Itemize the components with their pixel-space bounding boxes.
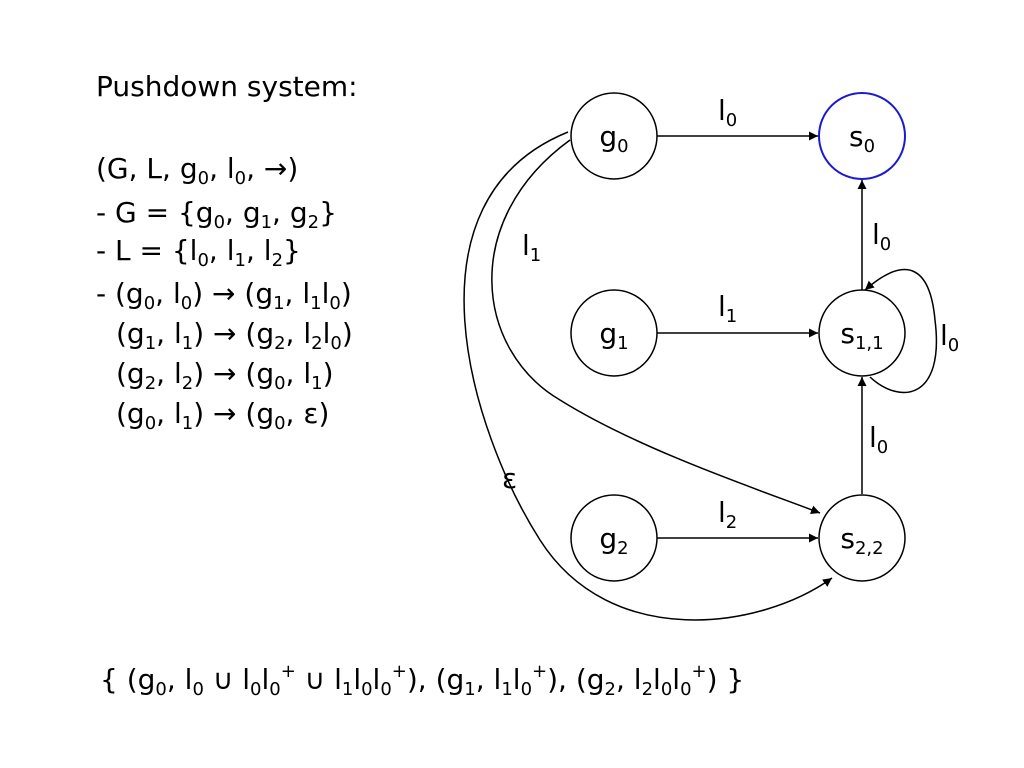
node-s11: s1,1 bbox=[818, 289, 906, 377]
rule-4: (g0, l1) → (g0, ε) bbox=[116, 397, 330, 434]
label-g1-s11: l1 bbox=[718, 290, 737, 327]
edge-g0-s22-l1 bbox=[491, 139, 821, 514]
edge-s11-self-loop bbox=[864, 268, 938, 394]
node-g0: g0 bbox=[570, 92, 658, 180]
rule-2: (g1, l1) → (g2, l2l0) bbox=[116, 317, 353, 354]
node-s0: s0 bbox=[818, 92, 906, 180]
node-g1: g1 bbox=[570, 289, 658, 377]
node-s22: s2,2 bbox=[818, 494, 906, 582]
system-tuple: (G, L, g0, l0, →) bbox=[96, 152, 299, 189]
result-formula: { (g0, l0 ∪ l0l0+ ∪ l1l0l0+), (g1, l1l0+… bbox=[100, 661, 745, 700]
global-states-set: - G = {g0, g1, g2} bbox=[96, 196, 337, 233]
rule-3: (g2, l2) → (g0, l1) bbox=[116, 357, 334, 394]
edge-g0-s22-epsilon bbox=[463, 131, 833, 621]
rule-1: - (g0, l0) → (g1, l1l0) bbox=[96, 277, 352, 314]
label-s11-loop: l0 bbox=[940, 319, 959, 356]
label-g2-s22: l2 bbox=[718, 496, 737, 533]
label-g0-s0: l0 bbox=[718, 94, 737, 131]
slide-title: Pushdown system: bbox=[96, 70, 358, 103]
node-g2: g2 bbox=[570, 494, 658, 582]
local-states-set: - L = {l0, l1, l2} bbox=[96, 234, 301, 271]
label-s11-s0: l0 bbox=[872, 218, 891, 255]
label-g0-s22-l1: l1 bbox=[522, 229, 541, 266]
label-g0-s22-epsilon: ε bbox=[502, 462, 517, 495]
label-s22-s11: l0 bbox=[869, 421, 888, 458]
